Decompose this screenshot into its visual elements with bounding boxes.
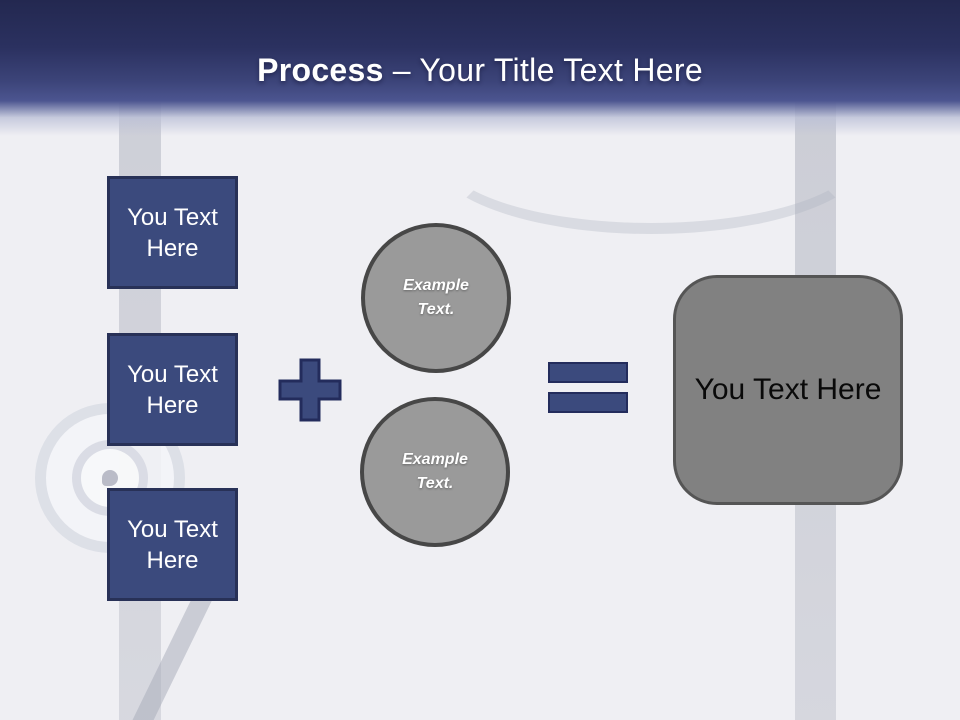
example-circle-1-label: Example Text.	[403, 277, 469, 318]
input-box-2: You Text Here	[107, 333, 238, 446]
title-subtitle: – Your Title Text Here	[392, 52, 703, 88]
input-box-3-label: You Text Here	[127, 515, 218, 574]
equals-icon	[548, 362, 628, 413]
input-box-3: You Text Here	[107, 488, 238, 601]
example-circle-1: Example Text.	[361, 223, 511, 373]
input-box-1-label: You Text Here	[127, 203, 218, 262]
example-circle-2-label: Example Text.	[402, 451, 468, 492]
result-box: You Text Here	[673, 275, 903, 505]
stethoscope-earpiece-arc	[430, 72, 872, 234]
equals-bar-bottom	[548, 392, 628, 413]
input-box-2-label: You Text Here	[127, 360, 218, 419]
input-box-1: You Text Here	[107, 176, 238, 289]
equals-bar-top	[548, 362, 628, 383]
slide-title: Process– Your Title Text Here	[0, 50, 960, 90]
result-box-label: You Text Here	[694, 373, 882, 406]
example-circle-2: Example Text.	[360, 397, 510, 547]
title-keyword: Process	[257, 52, 384, 88]
header-band: Process– Your Title Text Here	[0, 0, 960, 140]
plus-icon	[277, 357, 343, 423]
stethoscope-chestpiece-nub	[102, 470, 118, 486]
